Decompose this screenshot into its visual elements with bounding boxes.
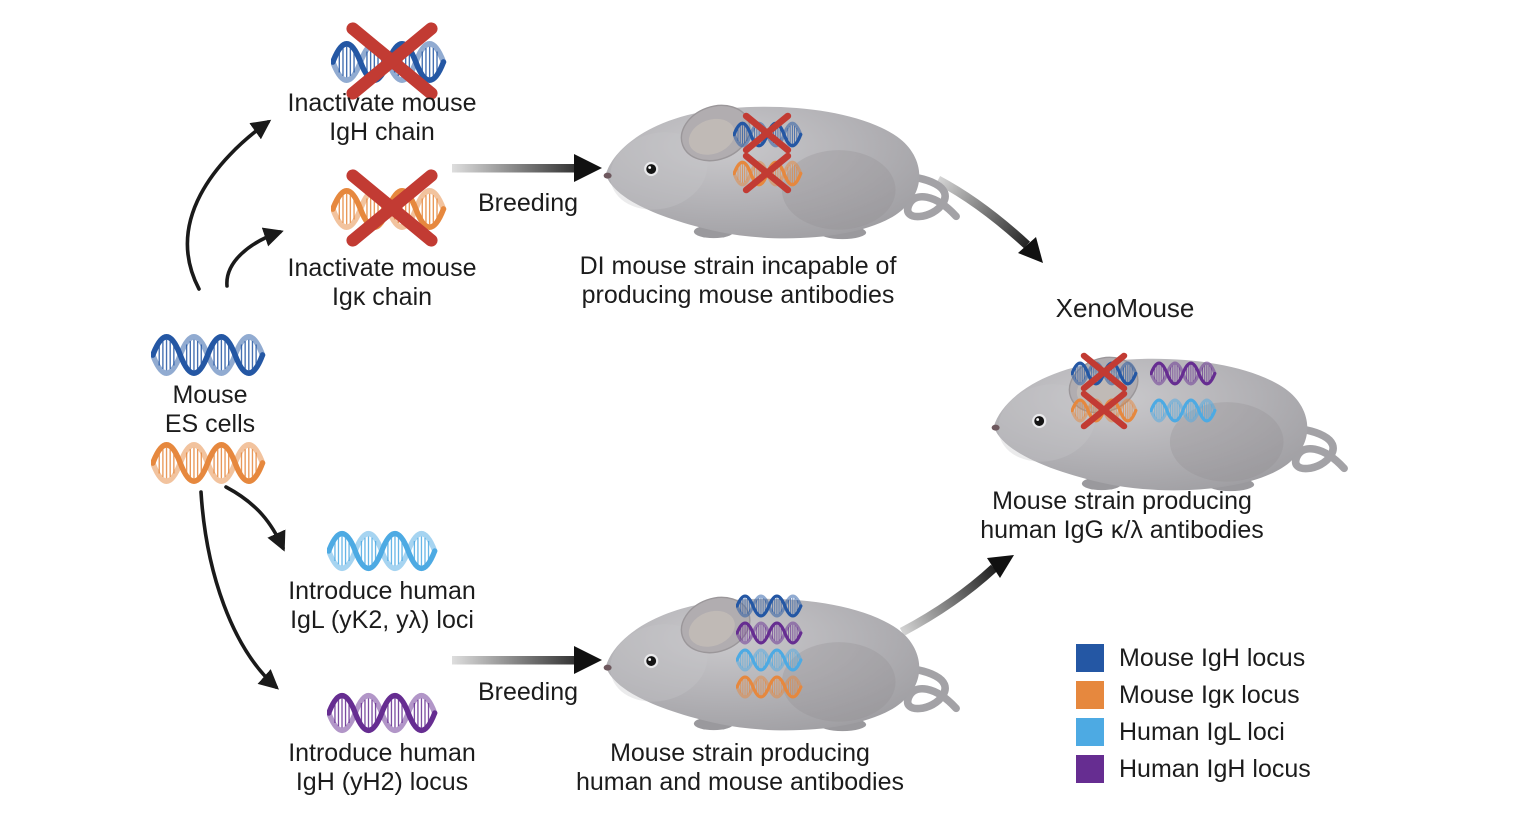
label-inactivate-igh: Inactivate mouse IgH chain <box>287 89 477 146</box>
knockout-cross-icon <box>343 168 441 248</box>
dna-mouse-igk-icon <box>736 675 804 699</box>
breeding-arrow-top <box>452 154 602 182</box>
knockout-cross-icon <box>741 112 793 154</box>
caption-xenomouse: Mouse strain producing human IgG κ/λ ant… <box>980 487 1264 544</box>
dna-human-igh-icon <box>1150 361 1218 386</box>
legend-swatch-mouse-igh <box>1076 644 1104 672</box>
caption-hybrid-mouse: Mouse strain producing human and mouse a… <box>575 739 904 796</box>
knockout-cross-icon <box>741 152 793 194</box>
dna-human-igh-icon <box>736 621 804 645</box>
label-introduce-igh: Introduce human IgH (yH2) locus <box>288 739 476 796</box>
dna-human-igl-icon <box>736 648 804 672</box>
dna-human-igl-icon <box>327 530 440 572</box>
legend-label: Human IgL loci <box>1119 718 1285 746</box>
label-breeding-top: Breeding <box>477 189 579 217</box>
knockout-cross-icon <box>1079 390 1129 430</box>
legend-swatch-mouse-igk <box>1076 681 1104 709</box>
breeding-arrow-bottom <box>452 646 602 674</box>
dna-mouse-igh-icon <box>736 594 804 618</box>
label-inactivate-igk: Inactivate mouse Igκ chain <box>287 254 477 311</box>
knockout-cross-icon <box>1079 352 1129 392</box>
dna-es-igh-icon <box>151 333 268 377</box>
legend-label: Human IgH locus <box>1119 755 1311 783</box>
legend-row: Human IgH locus <box>1076 755 1311 783</box>
arrow-es-to-introduce-igl <box>224 485 286 552</box>
caption-di-mouse: DI mouse strain incapable of producing m… <box>579 252 897 309</box>
legend-label: Mouse Igκ locus <box>1119 681 1300 709</box>
legend-row: Mouse IgH locus <box>1076 644 1311 672</box>
xenomouse-title: XenoMouse <box>1055 293 1195 323</box>
legend-row: Mouse Igκ locus <box>1076 681 1311 709</box>
dna-human-igh-icon <box>327 692 440 734</box>
legend: Mouse IgH locus Mouse Igκ locus Human Ig… <box>1076 644 1311 783</box>
label-es-cells: Mouse ES cells <box>164 381 256 438</box>
dna-es-igk-icon <box>151 441 268 485</box>
legend-label: Mouse IgH locus <box>1119 644 1306 672</box>
legend-row: Human IgL loci <box>1076 718 1311 746</box>
legend-swatch-human-igh <box>1076 755 1104 783</box>
label-introduce-igl: Introduce human IgL (yK2, yλ) loci <box>288 577 476 634</box>
dna-human-igl-icon <box>1150 398 1218 423</box>
label-breeding-bottom: Breeding <box>477 678 579 706</box>
legend-swatch-human-igl <box>1076 718 1104 746</box>
